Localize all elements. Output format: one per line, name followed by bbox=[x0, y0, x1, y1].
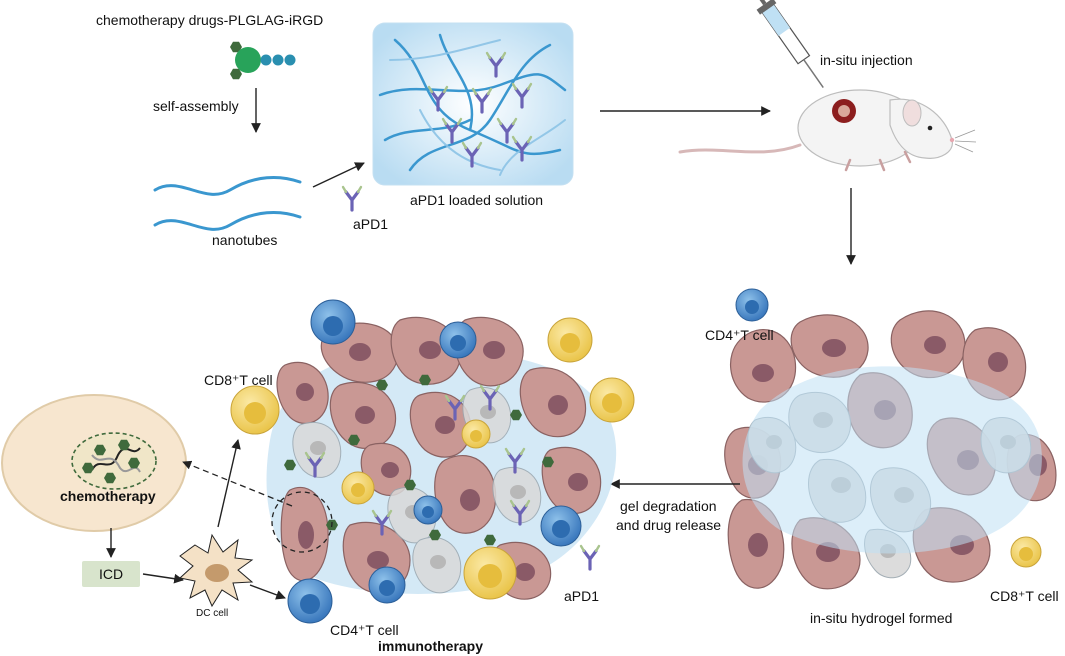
cd4-cells-icon bbox=[287, 299, 582, 624]
drug-release-label: and drug release bbox=[616, 517, 722, 533]
hydrogel-formed-label: in-situ hydrogel formed bbox=[810, 610, 953, 626]
icd-box bbox=[82, 561, 140, 587]
arrow-to-solution bbox=[312, 162, 365, 188]
injection-label: in-situ injection bbox=[820, 52, 913, 68]
syringe-icon bbox=[755, 0, 824, 88]
cd4-cell-right-icon bbox=[735, 288, 769, 322]
nanotubes-icon bbox=[153, 176, 302, 231]
dc-cell-label: DC cell bbox=[196, 608, 229, 619]
loaded-solution-label: aPD1 loaded solution bbox=[410, 192, 544, 208]
self-assembly-label: self-assembly bbox=[153, 98, 239, 114]
mouse-icon bbox=[678, 89, 977, 172]
cd4-left-label: CD4⁺T cell bbox=[330, 622, 399, 638]
loaded-solution-box bbox=[372, 22, 574, 186]
cd8-cells-icon bbox=[230, 317, 635, 600]
cd4-right-label: CD4⁺T cell bbox=[705, 327, 774, 343]
arrow-dc-to-cd8 bbox=[217, 439, 241, 528]
arrow-dc-to-cd4 bbox=[249, 584, 286, 600]
gel-degradation-label: gel degradation bbox=[620, 498, 717, 514]
cd8-left-label: CD8⁺T cell bbox=[204, 372, 273, 388]
immunotherapy-label: immunotherapy bbox=[378, 638, 484, 654]
drug-conjugate-icon bbox=[230, 41, 296, 80]
apd1-antibody-icon bbox=[341, 185, 363, 212]
dc-focus-circle bbox=[271, 491, 333, 553]
arrow-icd-to-dc bbox=[142, 573, 184, 584]
chemotherapy-cell-icon bbox=[1, 394, 187, 532]
chemotherapy-label: chemotherapy bbox=[60, 488, 156, 504]
apd1-bottom-label: aPD1 bbox=[564, 588, 600, 604]
nanotubes-label: nanotubes bbox=[212, 232, 278, 248]
icd-label: ICD bbox=[99, 566, 124, 582]
apd1-top-label: aPD1 bbox=[353, 216, 389, 232]
drug-conjugate-label: chemotherapy drugs-PLGLAG-iRGD bbox=[96, 12, 324, 28]
dc-cell-icon bbox=[178, 533, 254, 608]
cd8-cell-right-icon bbox=[1010, 536, 1042, 568]
cd8-right-label: CD8⁺T cell bbox=[990, 588, 1059, 604]
hydrogel-tumor-cluster bbox=[724, 310, 1057, 590]
